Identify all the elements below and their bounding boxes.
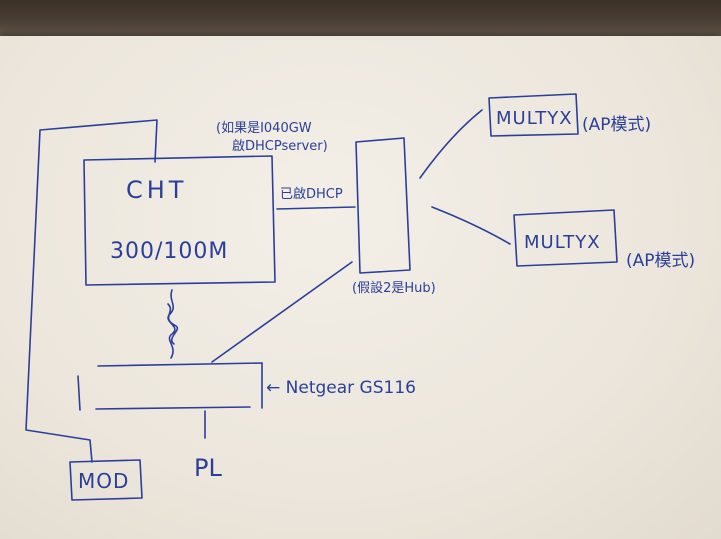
switch-left-tick (77, 375, 81, 411)
hub-label: (假設2是Hub) (352, 280, 436, 296)
switch-label: ← Netgear GS116 (266, 378, 416, 398)
switch-hub-wire (211, 261, 353, 363)
dhcp-enabled-label: 已啟DHCP (280, 187, 343, 202)
cht-speed-label: 300/100M (110, 239, 228, 264)
switch-bottom-line (95, 406, 251, 410)
multyx-bottom-label: MULTYX (524, 232, 601, 253)
note-line-2: 啟DHCPserver) (232, 139, 328, 154)
cht-hub-wire (276, 206, 356, 210)
table-background (0, 0, 721, 40)
multyx-bottom-mode-label: (AP模式) (626, 251, 695, 271)
mod-label: MOD (78, 469, 129, 493)
switch-top-line (97, 362, 263, 367)
hub-box (355, 137, 411, 274)
paper-sheet (0, 36, 721, 539)
mod-box (69, 459, 143, 501)
mod-wire (25, 119, 158, 463)
scribble-cable (167, 289, 179, 359)
multyx-top-mode-label: (AP模式) (582, 115, 651, 135)
cht-label: CHT (126, 176, 187, 204)
hub-multyx-top-wire (419, 109, 483, 179)
hub-multyx-bottom-wire (431, 206, 511, 245)
multyx-top-label: MULTYX (496, 108, 573, 129)
pl-label: PL (194, 454, 222, 482)
cht-modem-box (83, 155, 276, 286)
multyx-top-box (488, 93, 579, 137)
note-line-1: (如果是I040GW (216, 120, 312, 136)
multyx-bottom-box (513, 209, 618, 267)
